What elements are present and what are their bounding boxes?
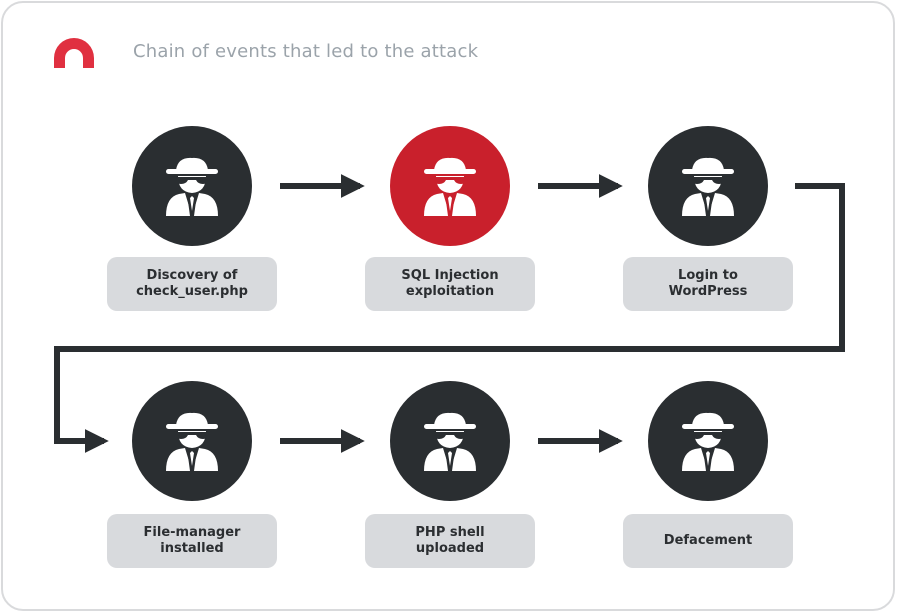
spy-icon	[424, 157, 476, 216]
step-label-text: Login to WordPress	[668, 268, 748, 299]
step-label-text: File-manager installed	[143, 525, 241, 556]
step-node-1	[132, 126, 252, 246]
brand-logo-icon	[54, 38, 94, 68]
step-label-text: SQL Injection exploitation	[401, 268, 499, 299]
spy-icon	[424, 412, 476, 471]
step-node-5	[390, 381, 510, 501]
step-node-6	[648, 381, 768, 501]
step-label-2: SQL Injection exploitation	[365, 257, 535, 311]
page-title: Chain of events that led to the attack	[133, 41, 479, 62]
spy-icon	[682, 412, 734, 471]
arrow-3-to-4	[54, 183, 845, 453]
step-label-6: Defacement	[623, 514, 793, 568]
step-node-4	[132, 381, 252, 501]
step-label-3: Login to WordPress	[623, 257, 793, 311]
step-label-1: Discovery of check_user.php	[107, 257, 277, 311]
step-label-text: Defacement	[663, 533, 753, 548]
step-label-5: PHP shell uploaded	[365, 514, 535, 568]
step-label-4: File-manager installed	[107, 514, 277, 568]
step-node-2	[390, 126, 510, 246]
step-node-3	[648, 126, 768, 246]
spy-icon	[166, 157, 218, 216]
spy-icon	[682, 157, 734, 216]
spy-icon	[166, 412, 218, 471]
step-label-text: PHP shell uploaded	[415, 525, 485, 556]
step-label-text: Discovery of check_user.php	[136, 268, 248, 299]
